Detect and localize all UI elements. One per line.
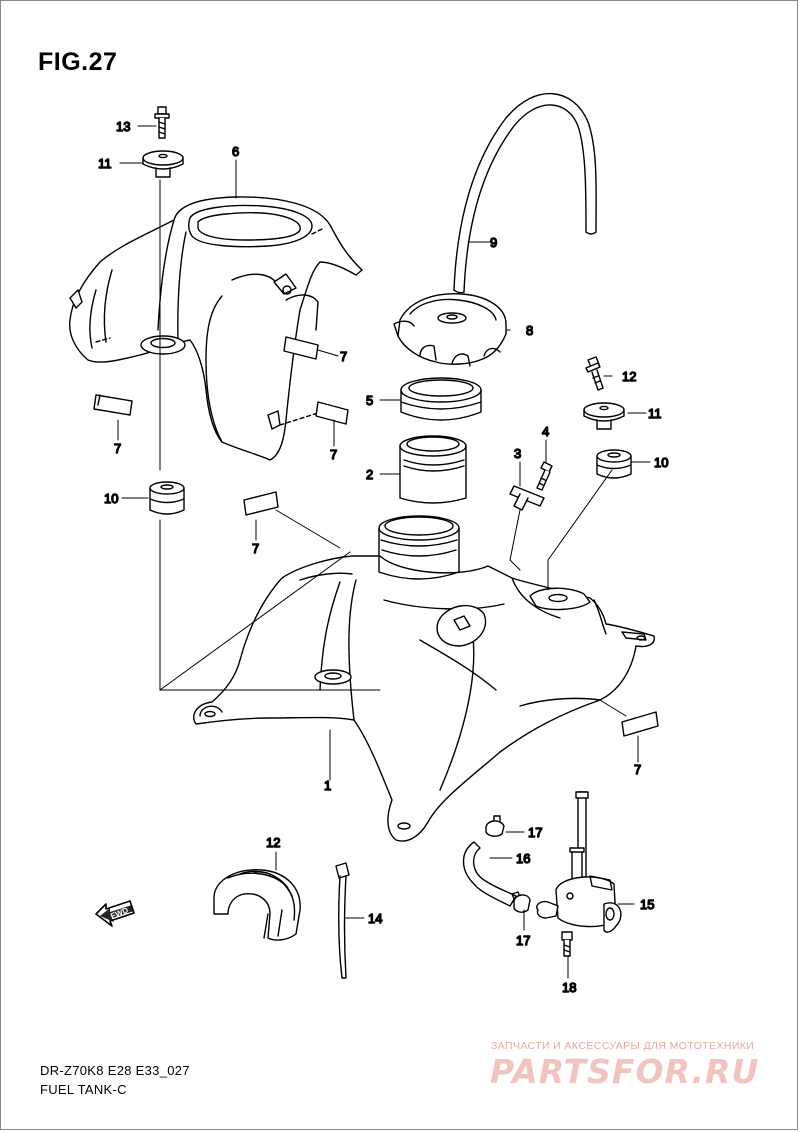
part-7-label-b: [283, 336, 319, 360]
part-8-fuel-cap: [393, 293, 507, 367]
part-9-breather-hose: [453, 93, 597, 294]
part-16-fuel-hose: [462, 841, 523, 907]
callout-7-a: 7: [114, 441, 121, 456]
callout-17-lower: 17: [516, 933, 530, 948]
leader-lines: [117, 125, 651, 979]
part-7-label-a: [93, 394, 133, 416]
part-12-bolt-left: [154, 106, 170, 139]
fwd-arrow-icon: FWD: [95, 900, 135, 927]
callout-11-right: 11: [648, 406, 662, 421]
callout-7-e: 7: [634, 762, 641, 777]
callout-6: 6: [232, 144, 239, 159]
section-name: FUEL TANK-C: [40, 1082, 127, 1097]
part-4-screw: [536, 461, 553, 491]
callout-13: 12: [266, 835, 280, 850]
callout-2: 2: [366, 467, 373, 482]
callout-10-right: 10: [654, 455, 668, 470]
callout-12-right: 12: [622, 369, 636, 384]
part-3-bracket: [509, 485, 545, 511]
part-11-cushion-left: [142, 150, 184, 178]
part-18-screw: [561, 931, 573, 957]
part-12-bolt-right: [585, 356, 604, 391]
part-2-filler-strainer: [399, 435, 467, 504]
part-11-cushion-right: [583, 402, 625, 430]
callout-8: 8: [526, 323, 533, 338]
part-14-cable-tie: [335, 862, 350, 979]
callout-16: 16: [516, 851, 530, 866]
part-10-grommet-right: [596, 449, 632, 479]
model-code: DR-Z70K8 E28 E33_027: [40, 1063, 190, 1078]
part-13-cushion: [213, 869, 301, 941]
part-6-tank-cover: [69, 196, 363, 461]
callout-4: 4: [542, 424, 549, 439]
callout-9: 9: [490, 235, 497, 250]
callout-1: 1: [324, 778, 331, 793]
callout-numbers: 13 11 6 9 8 7 12 5 11 4 7 7 3 10 2 10 7 …: [97, 118, 669, 995]
watermark-brand-logo: PARTSFOR.RU: [490, 1052, 760, 1091]
part-7-label-e: [621, 711, 659, 737]
callout-3: 3: [514, 446, 521, 461]
part-17-clip-upper: [485, 815, 505, 837]
callout-5: 5: [366, 393, 373, 408]
part-7-label-c: [315, 401, 349, 425]
callout-11-left: 11: [98, 156, 112, 171]
callout-7-d: 7: [252, 541, 259, 556]
callout-7-c: 7: [330, 447, 337, 462]
callout-10-left: 10: [104, 491, 118, 506]
part-1-fuel-tank: [193, 515, 655, 842]
callout-18: 18: [562, 980, 576, 995]
watermark-tagline: ЗАПЧАСТИ И АКСЕССУАРЫ ДЛЯ МОТОТЕХНИКИ: [491, 1040, 755, 1052]
callout-7-b: 7: [340, 349, 347, 364]
callout-14: 14: [368, 911, 382, 926]
part-15-fuel-valve: [536, 791, 622, 933]
figure-title: FIG.27: [38, 48, 118, 76]
callout-17-upper: 17: [528, 825, 542, 840]
part-10-grommet-left: [149, 481, 185, 515]
part-5-gasket-ring: [400, 377, 482, 421]
callout-12-left: 13: [116, 119, 130, 134]
part-17-clip-lower: [513, 894, 531, 913]
callout-15: 15: [640, 897, 654, 912]
part-7-label-d: [243, 491, 279, 516]
